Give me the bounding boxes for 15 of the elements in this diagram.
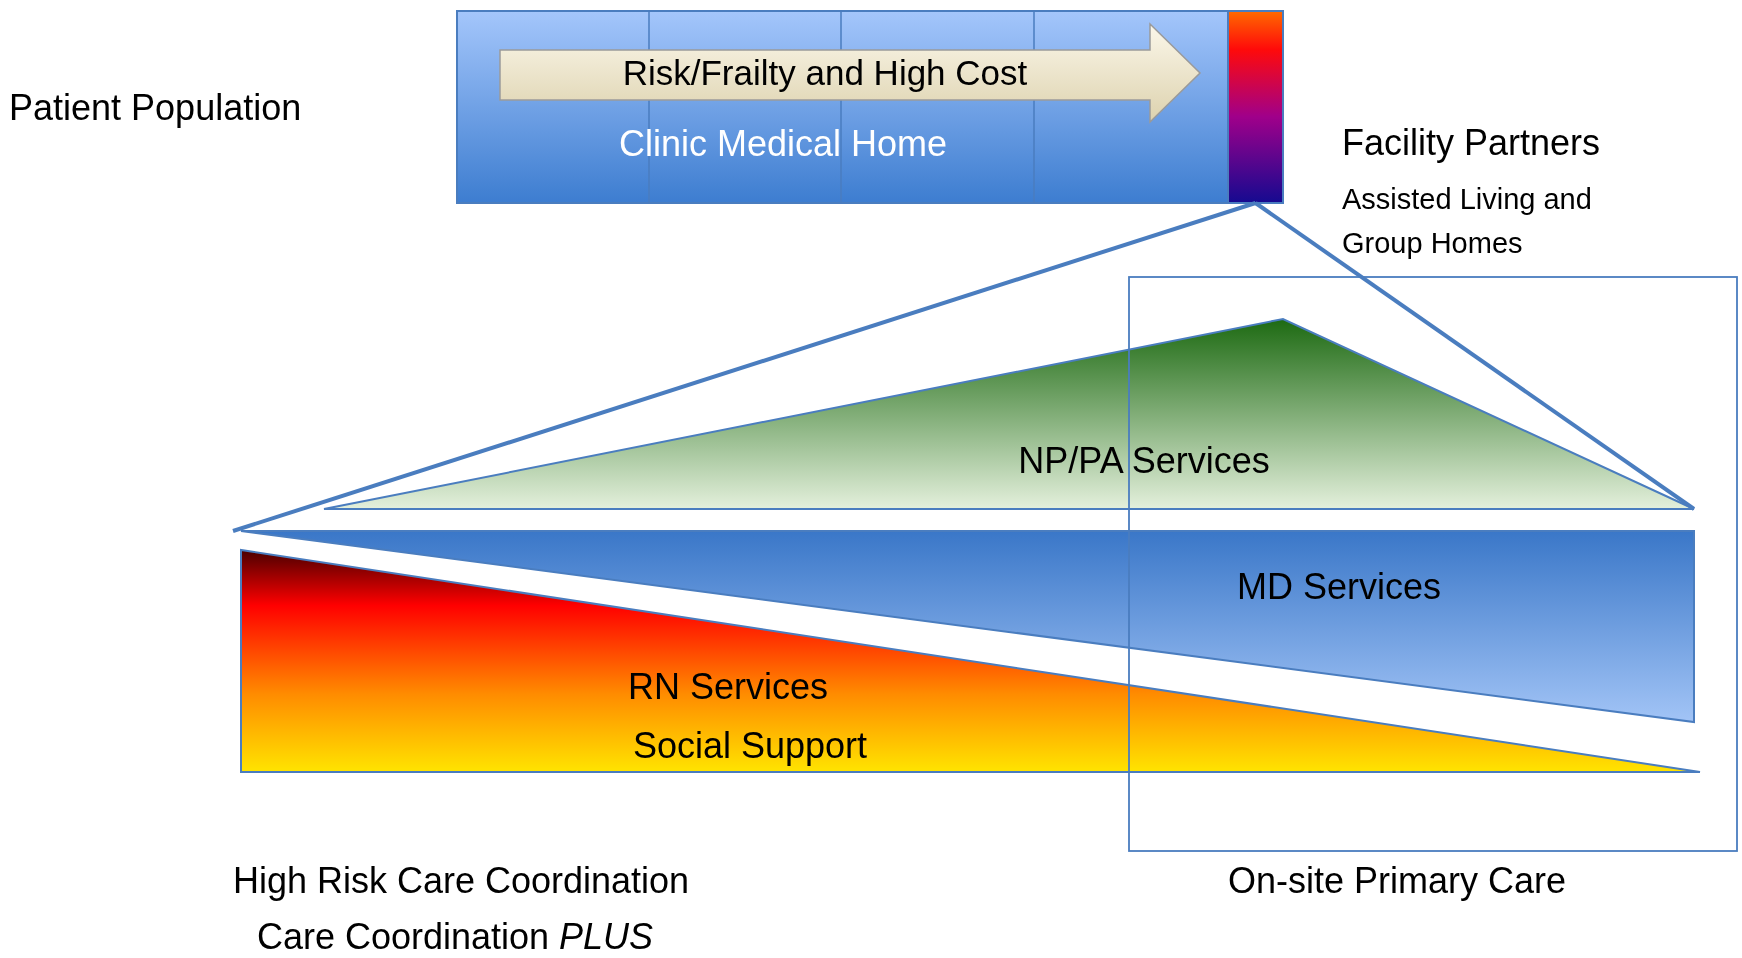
- node-label: Clinic Medical Home: [617, 123, 949, 165]
- zoom-line: [1254, 201, 1696, 511]
- section-label: Facility Partners: [1342, 122, 1601, 164]
- section-label: Patient Population: [9, 87, 302, 129]
- zoom-line: [232, 201, 1257, 533]
- gradient-bar: [1227, 10, 1284, 204]
- node-label: Social Support: [631, 725, 869, 767]
- note-text: Assisted Living and Group Homes: [1342, 182, 1593, 261]
- section-label: Care Coordination PLUS: [255, 916, 655, 958]
- section-label: On-site Primary Care: [1226, 860, 1568, 902]
- node-label: NP/PA Services: [1017, 440, 1271, 482]
- node-label: RN Services: [626, 666, 829, 708]
- node-label: MD Services: [1236, 566, 1442, 608]
- section-label: High Risk Care Coordination: [231, 860, 691, 902]
- node-label: Risk/Frailty and High Cost: [621, 53, 1029, 94]
